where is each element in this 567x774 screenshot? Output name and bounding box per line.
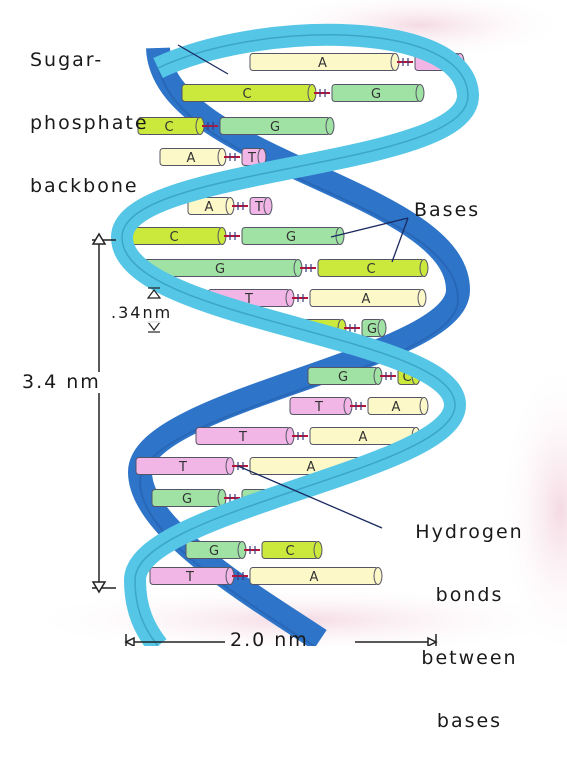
hydrogen-bond (224, 232, 240, 240)
base-letter: G (270, 120, 280, 135)
base-guanine: G (242, 228, 344, 246)
base-letter: G (215, 262, 225, 277)
hydrogen-bond (380, 372, 396, 380)
backbone-label-line2: phosphate (30, 113, 149, 134)
base-letter: G (182, 492, 192, 507)
base-letter: A (392, 400, 401, 415)
base-guanine: G (332, 85, 424, 103)
backbone-label-line3: backbone (30, 176, 149, 197)
base-adenine: A (310, 290, 426, 308)
bases-label: Bases (414, 200, 480, 221)
pitch-label: 3.4 nm (22, 372, 101, 393)
base-letter: C (285, 544, 294, 559)
base-letter: G (209, 544, 219, 559)
hbond-label-line1: Hydrogen (382, 522, 557, 543)
hydrogen-bond (350, 402, 366, 410)
base-adenine: A (250, 54, 399, 72)
pitch-dimension (92, 234, 116, 592)
hydrogen-bond (300, 264, 316, 272)
backbone-label: Sugar- phosphate backbone (30, 8, 149, 239)
base-adenine: A (160, 149, 226, 167)
base-letter: A (318, 56, 327, 71)
hbond-label-line3: between (382, 648, 557, 669)
base-thymine: T (136, 458, 234, 476)
width-label: 2.0 nm (230, 630, 309, 651)
backbone-label-line1: Sugar- (30, 50, 149, 71)
base-guanine: G (308, 368, 382, 386)
base-guanine: G (362, 320, 386, 338)
base-letter: A (187, 151, 196, 166)
rise-label: .34nm (111, 302, 172, 323)
base-cytosine: C (262, 542, 322, 560)
base-letter: A (359, 430, 368, 445)
base-thymine: T (290, 398, 352, 416)
hydrogen-bond (232, 202, 248, 210)
base-letter: A (362, 292, 371, 307)
base-cytosine: C (318, 260, 428, 278)
base-thymine: T (196, 428, 294, 446)
base-letter: A (205, 200, 214, 215)
base-thymine: T (150, 568, 234, 586)
hydrogen-bond (292, 432, 308, 440)
base-letter: T (178, 460, 187, 475)
base-letter: T (185, 570, 194, 585)
base-letter: G (371, 87, 381, 102)
base-letter: G (338, 370, 348, 385)
base-guanine: G (152, 490, 226, 508)
base-letter: T (247, 151, 256, 166)
base-adenine: A (368, 398, 428, 416)
base-letter: G (367, 322, 377, 337)
base-cytosine: C (182, 85, 316, 103)
base-letter: A (310, 570, 319, 585)
base-guanine: G (220, 118, 334, 136)
base-letter: C (169, 230, 178, 245)
base-letter: G (286, 230, 296, 245)
base-letter: C (242, 87, 251, 102)
hydrogen-bond (292, 294, 308, 302)
hydrogen-bond (314, 89, 330, 97)
base-letter: C (164, 120, 173, 135)
base-letter: T (314, 400, 323, 415)
hbond-label-line4: bases (382, 711, 557, 732)
hydrogen-bonds-label: Hydrogen bonds between bases (382, 480, 557, 774)
hydrogen-bond (224, 153, 240, 161)
hydrogen-bond (244, 546, 260, 554)
base-letter: T (238, 430, 247, 445)
base-guanine: G (186, 542, 246, 560)
base-adenine: A (250, 568, 382, 586)
base-letter: C (366, 262, 375, 277)
base-thymine: T (250, 198, 272, 216)
base-letter: T (254, 200, 263, 215)
hbond-label-line2: bonds (382, 585, 557, 606)
